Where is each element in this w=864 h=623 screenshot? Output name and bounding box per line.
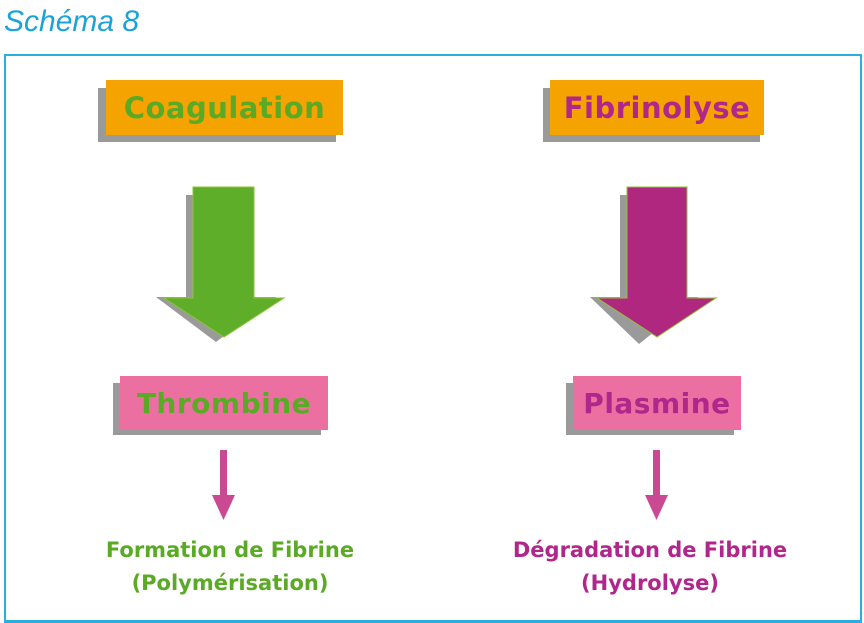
down-arrow-pink-icon (212, 450, 235, 520)
formation-line1: Formation de Fibrine (105, 538, 355, 562)
formation-result: Formation de Fibrine (Polymérisation) (30, 534, 430, 600)
thrombine-box: Thrombine (120, 376, 328, 430)
thrombine-label: Thrombine (136, 386, 312, 420)
fibrinolyse-label: Fibrinolyse (563, 90, 751, 125)
formation-line2: (Polymérisation) (131, 571, 329, 595)
down-arrow-pink-icon (645, 450, 668, 520)
coagulation-label: Coagulation (123, 90, 326, 125)
arrow-body (162, 186, 286, 338)
diagram-frame (4, 54, 862, 623)
plasmine-label: Plasmine (583, 386, 731, 420)
diagram-title: Schéma 8 (4, 5, 140, 38)
degradation-line2: (Hydrolyse) (581, 571, 719, 595)
down-arrow-purple-icon (590, 186, 718, 344)
degradation-result: Dégradation de Fibrine (Hydrolyse) (450, 534, 850, 600)
fibrinolyse-box: Fibrinolyse (550, 80, 764, 135)
coagulation-box: Coagulation (106, 80, 343, 135)
degradation-line1: Dégradation de Fibrine (512, 538, 788, 562)
down-arrow-green-icon (156, 186, 286, 342)
arrow-body (595, 186, 718, 338)
plasmine-box: Plasmine (573, 376, 741, 430)
